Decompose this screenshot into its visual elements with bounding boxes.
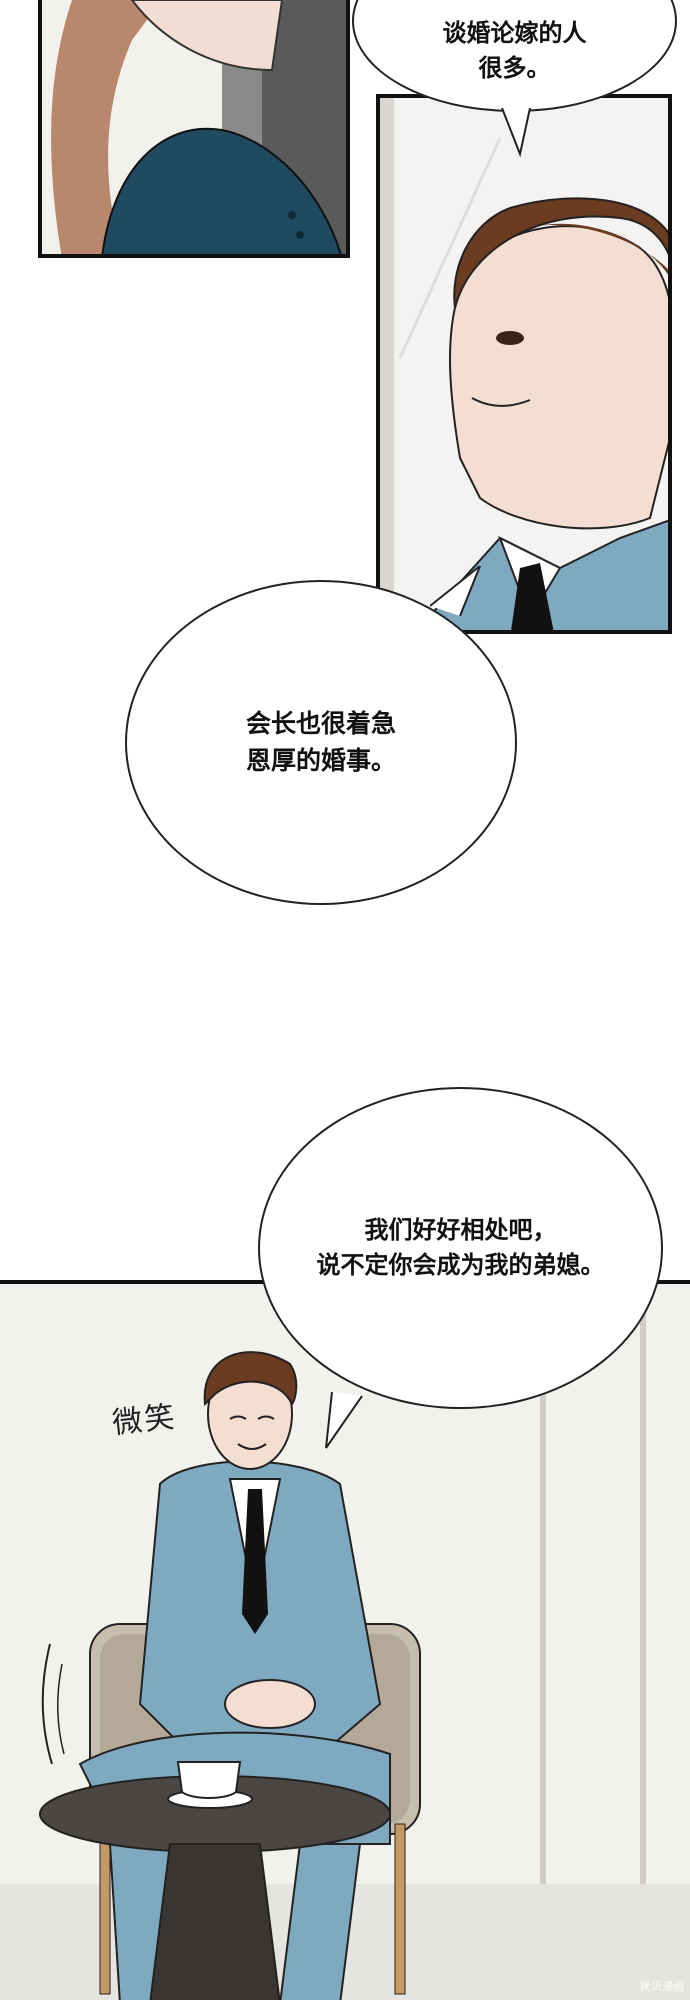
- speech-bubble-bottom: 我们好好相处吧， 说不定你会成为我的弟媳。: [258, 1087, 663, 1409]
- speech-text-top: 谈婚论嫁的人 很多。: [442, 19, 587, 82]
- speech-tail-bottom: [325, 1392, 363, 1449]
- speech-text-bottom: 我们好好相处吧， 说不定你会成为我的弟媳。: [316, 1216, 605, 1279]
- man-seated-illustration: [0, 1284, 690, 2000]
- speech-bubble-middle: 会长也很着急 恩厚的婚事。: [125, 580, 517, 905]
- sfx-smile: 微笑: [110, 1399, 179, 1442]
- panel-man-closeup: [376, 94, 672, 634]
- panel-woman: [38, 0, 350, 258]
- speech-tail-middle: [430, 566, 482, 617]
- speech-tail-top: [501, 108, 531, 158]
- woman-illustration: [42, 0, 346, 254]
- panel-man-seated: [0, 1280, 690, 2000]
- watermark: 拷贝漫画: [640, 1980, 684, 1993]
- speech-text-middle: 会长也很着急 恩厚的婚事。: [245, 709, 396, 775]
- man-closeup-illustration: [380, 98, 668, 630]
